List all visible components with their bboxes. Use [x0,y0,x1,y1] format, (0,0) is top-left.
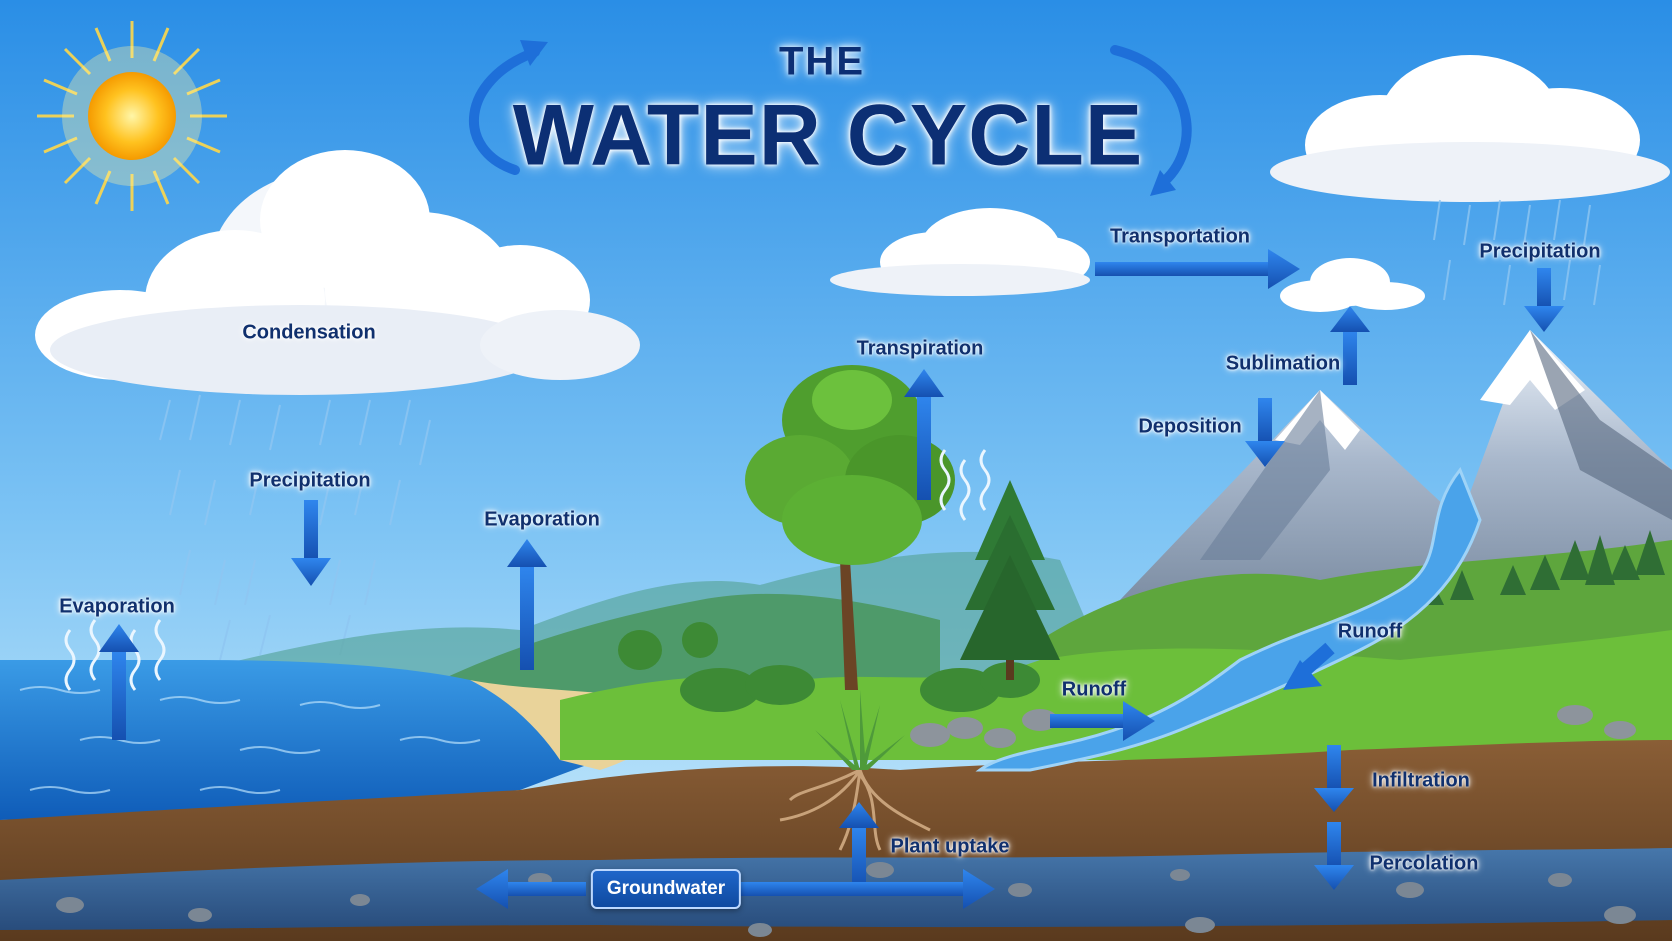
ocean-waves [19,686,481,794]
river-rocks [910,705,1636,748]
label-precipitation-left: Precipitation [249,469,371,492]
rain-left [159,394,431,661]
label-transportation: Transportation [1109,225,1251,248]
cloud-middle [830,208,1090,296]
rain-cloud-left [35,150,640,395]
runoff-right-arrow [1283,642,1335,690]
label-runoff-right: Runoff [1337,620,1403,643]
label-evaporation-ocean: Evaporation [59,595,175,618]
grassland [560,630,1672,760]
title-line-1: THE [779,39,865,84]
vapor-ocean [64,619,166,691]
pine-forest [1420,530,1665,605]
title-line-2: WATER CYCLE [512,87,1144,184]
label-runoff-center: Runoff [1061,678,1127,701]
tree-oak [745,365,955,690]
vapor-transpiration [939,449,991,521]
cloud-small-right [1280,258,1425,312]
ocean [0,660,600,820]
label-infiltration: Infiltration [1372,769,1470,792]
agave-plant [815,690,905,770]
label-groundwater: Groundwater [590,869,742,909]
title-arrow-right [1110,45,1192,190]
rain-right [1433,199,1601,306]
rain-cloud-right [1270,55,1670,202]
label-precipitation-mountain: Precipitation [1479,240,1601,263]
bushes [618,622,1040,712]
process-arrows [99,249,1564,909]
label-transpiration: Transpiration [856,337,984,360]
tree-pine [960,480,1060,680]
label-deposition: Deposition [1138,415,1242,438]
label-condensation: Condensation [242,321,376,344]
sun [37,21,227,211]
label-plant-uptake: Plant uptake [890,835,1010,858]
river [975,467,1482,772]
label-percolation: Percolation [1369,852,1479,875]
label-evaporation-shore: Evaporation [484,508,600,531]
title-arrow-left [468,47,540,175]
label-sublimation: Sublimation [1225,352,1341,375]
